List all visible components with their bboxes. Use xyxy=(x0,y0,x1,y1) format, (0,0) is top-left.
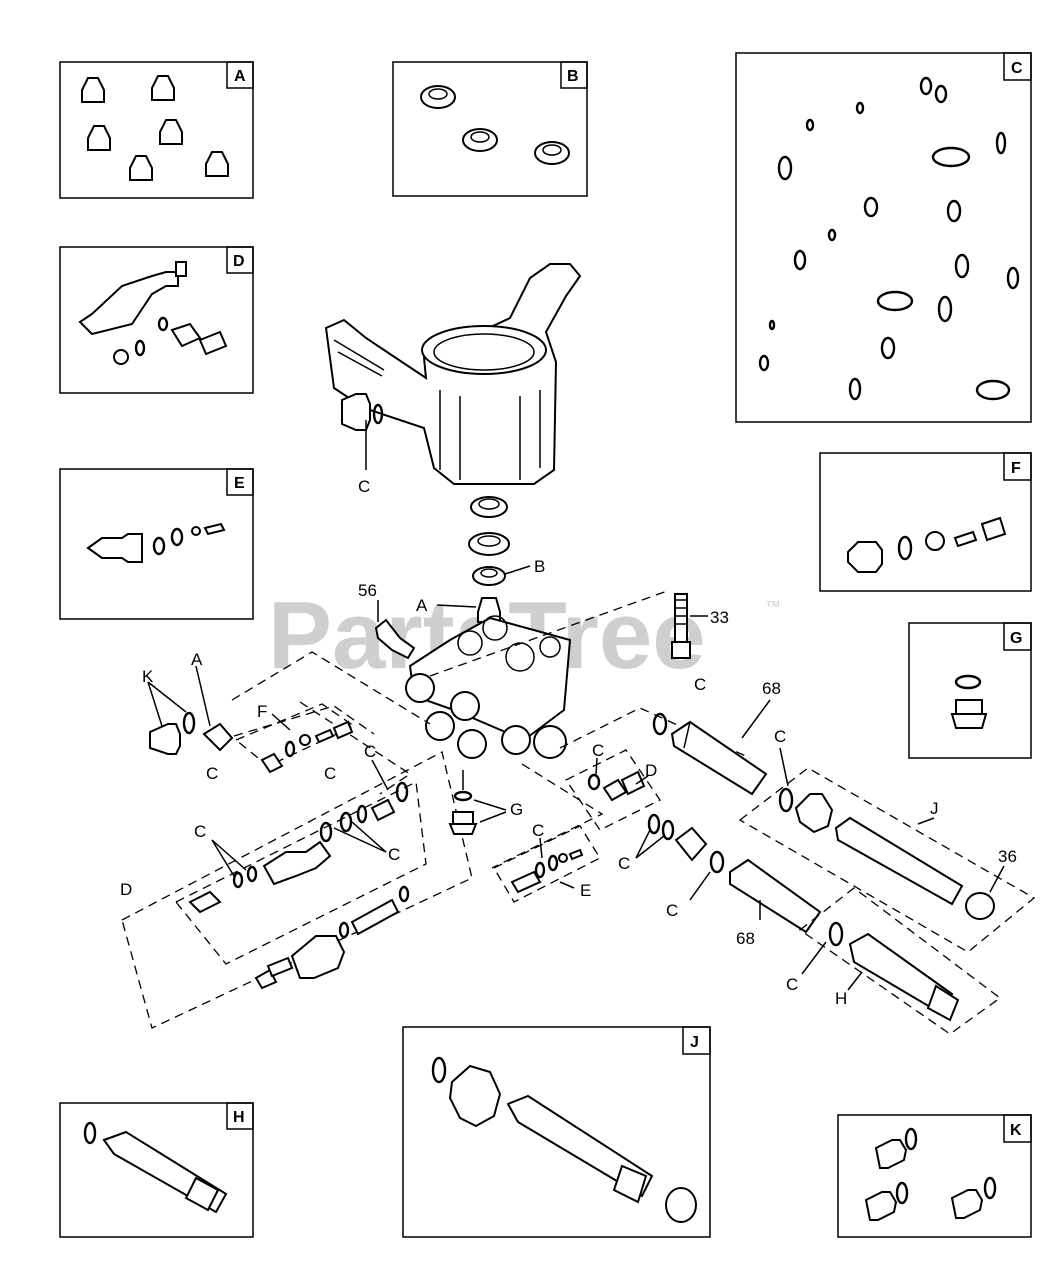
callout-c-top: C xyxy=(358,477,370,496)
kit-box-j-letter: J xyxy=(690,1034,699,1051)
outlet-assembly-j xyxy=(738,767,1036,953)
piston-seal-stack xyxy=(468,496,510,623)
unloader-d xyxy=(121,751,473,1029)
callout-c-mid5: C xyxy=(388,845,400,864)
drain-plug-icon xyxy=(950,674,988,729)
kit-box-h-letter: H xyxy=(233,1109,245,1126)
kit-box-d[interactable]: D xyxy=(59,246,254,394)
check-valve-f xyxy=(234,703,356,774)
kit-box-b[interactable]: B xyxy=(392,61,588,197)
callout-68-bottom: 68 xyxy=(736,929,755,948)
callout-h-right: H xyxy=(835,989,847,1008)
callout-labels: C B A 56 33 C 68 K A C F C C C D C G C E… xyxy=(120,477,1017,1008)
kit-box-e-letter: E xyxy=(234,475,245,492)
callout-c-d: C xyxy=(194,822,206,841)
callout-56: 56 xyxy=(358,581,377,600)
callout-a-left: A xyxy=(191,650,203,669)
seal-icon xyxy=(420,85,570,165)
pump-manifold xyxy=(405,615,572,759)
kit-box-k[interactable]: K xyxy=(837,1114,1032,1238)
callout-c-e: C xyxy=(532,821,544,840)
kit-box-a[interactable]: A xyxy=(59,61,254,199)
injector-icon xyxy=(86,522,226,563)
kit-box-a-letter: A xyxy=(234,68,246,85)
trademark: ™ xyxy=(765,599,781,616)
crankcase-plug xyxy=(341,393,384,431)
callout-a-main: A xyxy=(416,596,428,615)
kit-box-g[interactable]: G xyxy=(908,622,1032,759)
callout-d-mid: D xyxy=(645,761,657,780)
kit-box-c-letter: C xyxy=(1011,60,1023,77)
nozzle-icon xyxy=(81,75,229,181)
callout-c-mid2: C xyxy=(592,741,604,760)
outlet-assembly-icon xyxy=(431,1056,697,1223)
callout-d-left: D xyxy=(120,880,132,899)
callout-e-mid: E xyxy=(580,881,591,900)
pipe-68-bottom xyxy=(709,850,822,934)
plug-k xyxy=(149,711,196,755)
kit-box-f-letter: F xyxy=(1011,460,1021,477)
callout-j-right: J xyxy=(930,799,939,818)
outlet-pipe-h xyxy=(798,887,1002,1035)
kit-box-j[interactable]: J xyxy=(402,1026,711,1238)
nozzle-a xyxy=(202,722,234,752)
callout-b-main: B xyxy=(534,557,545,576)
pipe-68-top xyxy=(652,712,768,796)
callout-g-mid: G xyxy=(510,800,523,819)
injector-e xyxy=(493,825,601,903)
callout-33: 33 xyxy=(710,608,729,627)
outlet-pipe-icon xyxy=(83,1121,228,1214)
unloader-d-mid xyxy=(565,749,661,831)
kit-box-d-letter: D xyxy=(233,253,245,270)
kit-box-h[interactable]: H xyxy=(59,1102,254,1238)
fitting-56 xyxy=(374,618,416,660)
drain-plug-g xyxy=(448,790,478,835)
crankcase-housing xyxy=(324,263,582,485)
bolt-33 xyxy=(671,593,691,659)
o-rings-mid xyxy=(647,813,708,862)
kit-box-f[interactable]: F xyxy=(819,452,1032,592)
check-valve-icon xyxy=(847,516,1007,573)
callout-f-left: F xyxy=(257,702,267,721)
kit-box-g-letter: G xyxy=(1010,630,1022,647)
callout-c-mid3: C xyxy=(774,727,786,746)
callout-k-left: K xyxy=(142,667,154,686)
callout-68-top: 68 xyxy=(762,679,781,698)
kit-box-e[interactable]: E xyxy=(59,468,254,620)
callout-c-f: C xyxy=(324,764,336,783)
callout-c-68b: C xyxy=(666,901,678,920)
callout-c-33: C xyxy=(694,675,706,694)
callout-c-left: C xyxy=(206,764,218,783)
callout-c-h: C xyxy=(786,975,798,994)
kit-box-k-letter: K xyxy=(1010,1122,1022,1139)
unloader-valve-icon xyxy=(78,261,228,365)
kit-box-c[interactable]: C xyxy=(735,52,1032,423)
callout-c-mid4: C xyxy=(618,854,630,873)
callout-36: 36 xyxy=(998,847,1017,866)
kit-box-b-letter: B xyxy=(567,68,579,85)
callout-c-mid1: C xyxy=(364,742,376,761)
plug-icon xyxy=(864,1127,997,1221)
o-ring-icon xyxy=(758,76,1020,401)
